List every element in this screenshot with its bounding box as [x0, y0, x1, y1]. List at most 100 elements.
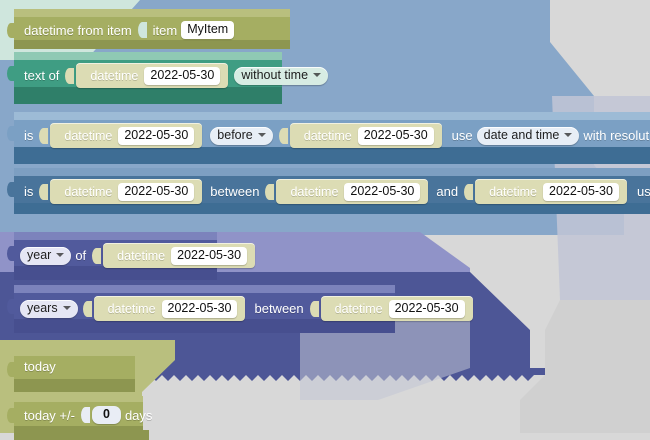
is-datetime-between-block[interactable]: is datetime 2022-05-30 between datetime … [7, 168, 650, 214]
block-left-plug [7, 362, 15, 377]
datetime-subblock[interactable]: datetime 2022-05-30 [276, 179, 429, 204]
block-label-is: is [24, 128, 34, 143]
days-number-field[interactable]: 0 [91, 406, 121, 424]
block-label-item: item [152, 22, 178, 38]
block-left-plug [7, 299, 15, 314]
block-bottom-shadow [14, 379, 135, 392]
comparison-dropdown[interactable]: before [210, 126, 273, 145]
date-field[interactable]: 2022-05-30 [357, 126, 434, 145]
block-label-of: of [75, 248, 87, 263]
date-field[interactable]: 2022-05-30 [144, 66, 221, 85]
datetime-subblock[interactable]: datetime 2022-05-30 [289, 123, 442, 148]
block-label-text-of: text of [24, 68, 60, 83]
block-bottom-shadow [14, 40, 290, 49]
datetime-subblock[interactable]: datetime 2022-05-30 [103, 243, 256, 268]
block-left-plug [7, 66, 15, 81]
chevron-down-icon [62, 306, 71, 310]
text-of-datetime-block[interactable]: text of datetime 2022-05-30 without time [7, 52, 329, 104]
today-plus-minus-days-block[interactable]: today +/- 0 days [7, 396, 152, 433]
subblock-label: datetime [117, 248, 166, 263]
block-top-highlight [14, 112, 650, 120]
block-label-today-offset: today +/- [24, 407, 75, 423]
block-top-highlight [14, 232, 217, 240]
block-left-plug [7, 246, 15, 261]
block-left-plug [7, 408, 15, 423]
year-of-datetime-block[interactable]: year of datetime 2022-05-30 [7, 232, 256, 280]
subblock-label: datetime [90, 68, 139, 83]
datetime-subblock[interactable]: datetime 2022-05-30 [475, 179, 627, 204]
subblock-label: datetime [64, 184, 113, 199]
unit-dropdown[interactable]: years [20, 299, 78, 318]
date-field[interactable]: 2022-05-30 [543, 182, 619, 201]
block-bottom-shadow [14, 426, 143, 433]
block-label-between: between [254, 301, 304, 316]
value-socket[interactable] [39, 183, 49, 200]
today-block[interactable]: today [7, 348, 135, 392]
chevron-down-icon [564, 133, 573, 137]
block-label-between: between [210, 184, 260, 199]
value-socket[interactable] [80, 407, 90, 423]
block-top-highlight [14, 9, 290, 17]
chevron-down-icon [257, 133, 266, 137]
datetime-from-item-block[interactable]: datetime from item item MyItem [7, 9, 290, 49]
value-socket[interactable] [82, 300, 92, 317]
value-socket[interactable] [39, 127, 49, 144]
datetime-subblock[interactable]: datetime 2022-05-30 [50, 179, 203, 204]
chevron-down-icon [313, 73, 322, 77]
block-body [14, 402, 143, 426]
value-socket[interactable] [265, 183, 275, 200]
is-datetime-before-block[interactable]: is datetime 2022-05-30 before datetime 2… [7, 112, 650, 164]
years-between-datetimes-block[interactable]: years datetime 2022-05-30 between dateti… [7, 285, 473, 333]
date-field[interactable]: 2022-05-30 [118, 182, 195, 201]
subblock-label: datetime [64, 128, 113, 143]
block-top-highlight [14, 168, 650, 176]
value-socket[interactable] [278, 127, 288, 144]
value-socket[interactable] [92, 247, 102, 264]
block-left-plug [7, 23, 15, 38]
chevron-down-icon [56, 253, 65, 257]
value-socket[interactable] [309, 300, 319, 317]
item-text-field[interactable]: MyItem [181, 21, 235, 39]
block-bottom-shadow [14, 203, 650, 214]
time-format-dropdown[interactable]: without time [234, 66, 329, 85]
date-field[interactable]: 2022-05-30 [344, 182, 421, 201]
block-left-plug [7, 182, 15, 197]
block-label-and: and [436, 184, 459, 199]
block-label-use: use [451, 128, 473, 143]
block-top-highlight [14, 396, 143, 404]
subblock-label: datetime [290, 184, 339, 199]
block-bottom-shadow [14, 266, 217, 280]
dropdown-value: date and time [483, 127, 560, 142]
block-body [14, 356, 135, 379]
block-label-use: use [636, 184, 650, 199]
clipped-bottom-block[interactable] [14, 430, 149, 440]
date-field[interactable]: 2022-05-30 [161, 299, 238, 318]
block-label-today: today [24, 359, 56, 374]
subblock-label: datetime [303, 128, 352, 143]
block-left-plug [7, 126, 15, 141]
backdrop-gray-steps [520, 300, 650, 433]
block-body [14, 430, 149, 440]
datetime-subblock[interactable]: datetime 2022-05-30 [76, 63, 229, 88]
value-socket[interactable] [65, 67, 75, 84]
value-socket[interactable] [464, 183, 474, 200]
block-label-resolution: with resolution of [583, 128, 650, 143]
subblock-label: datetime [489, 184, 538, 199]
date-field[interactable]: 2022-05-30 [388, 299, 465, 318]
date-field[interactable]: 2022-05-30 [118, 126, 195, 145]
date-field[interactable]: 2022-05-30 [171, 246, 248, 265]
datetime-subblock[interactable]: datetime 2022-05-30 [93, 296, 246, 321]
dropdown-value: years [27, 300, 58, 315]
block-label-is: is [24, 184, 34, 199]
dropdown-value: without time [241, 67, 309, 82]
block-bottom-shadow [14, 147, 650, 164]
use-mode-dropdown[interactable]: date and time [476, 126, 580, 145]
block-label: datetime from item [24, 22, 132, 38]
subblock-label: datetime [107, 301, 156, 316]
value-socket[interactable] [137, 22, 147, 38]
unit-dropdown[interactable]: year [20, 246, 72, 265]
block-bottom-shadow [14, 319, 395, 333]
datetime-subblock[interactable]: datetime 2022-05-30 [50, 123, 203, 148]
datetime-subblock[interactable]: datetime 2022-05-30 [320, 296, 473, 321]
